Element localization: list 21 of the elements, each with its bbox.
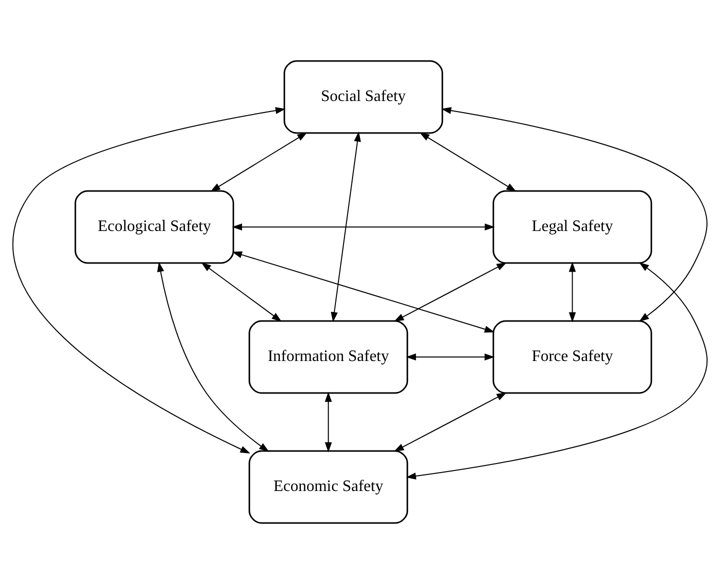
arrow bbox=[232, 224, 495, 230]
arrow bbox=[201, 262, 282, 322]
arrow bbox=[406, 354, 495, 360]
arrow bbox=[568, 262, 576, 322]
arrow bbox=[394, 262, 507, 322]
arrow bbox=[419, 132, 516, 192]
arrow bbox=[330, 132, 361, 322]
node-box: Legal Safety bbox=[492, 190, 652, 264]
arrow bbox=[441, 107, 708, 322]
arrow bbox=[12, 107, 286, 454]
arrow bbox=[157, 262, 270, 452]
node-box: Information Safety bbox=[248, 320, 408, 394]
arrow bbox=[394, 392, 507, 452]
node-box: Force Safety bbox=[492, 320, 652, 394]
node-box: Ecological Safety bbox=[74, 190, 234, 264]
arrow bbox=[210, 132, 308, 192]
arrow bbox=[324, 392, 332, 452]
arrow bbox=[406, 262, 708, 480]
node-box: Economic Safety bbox=[248, 450, 408, 524]
arrow bbox=[232, 251, 495, 333]
node-box: Social Safety bbox=[284, 60, 444, 134]
